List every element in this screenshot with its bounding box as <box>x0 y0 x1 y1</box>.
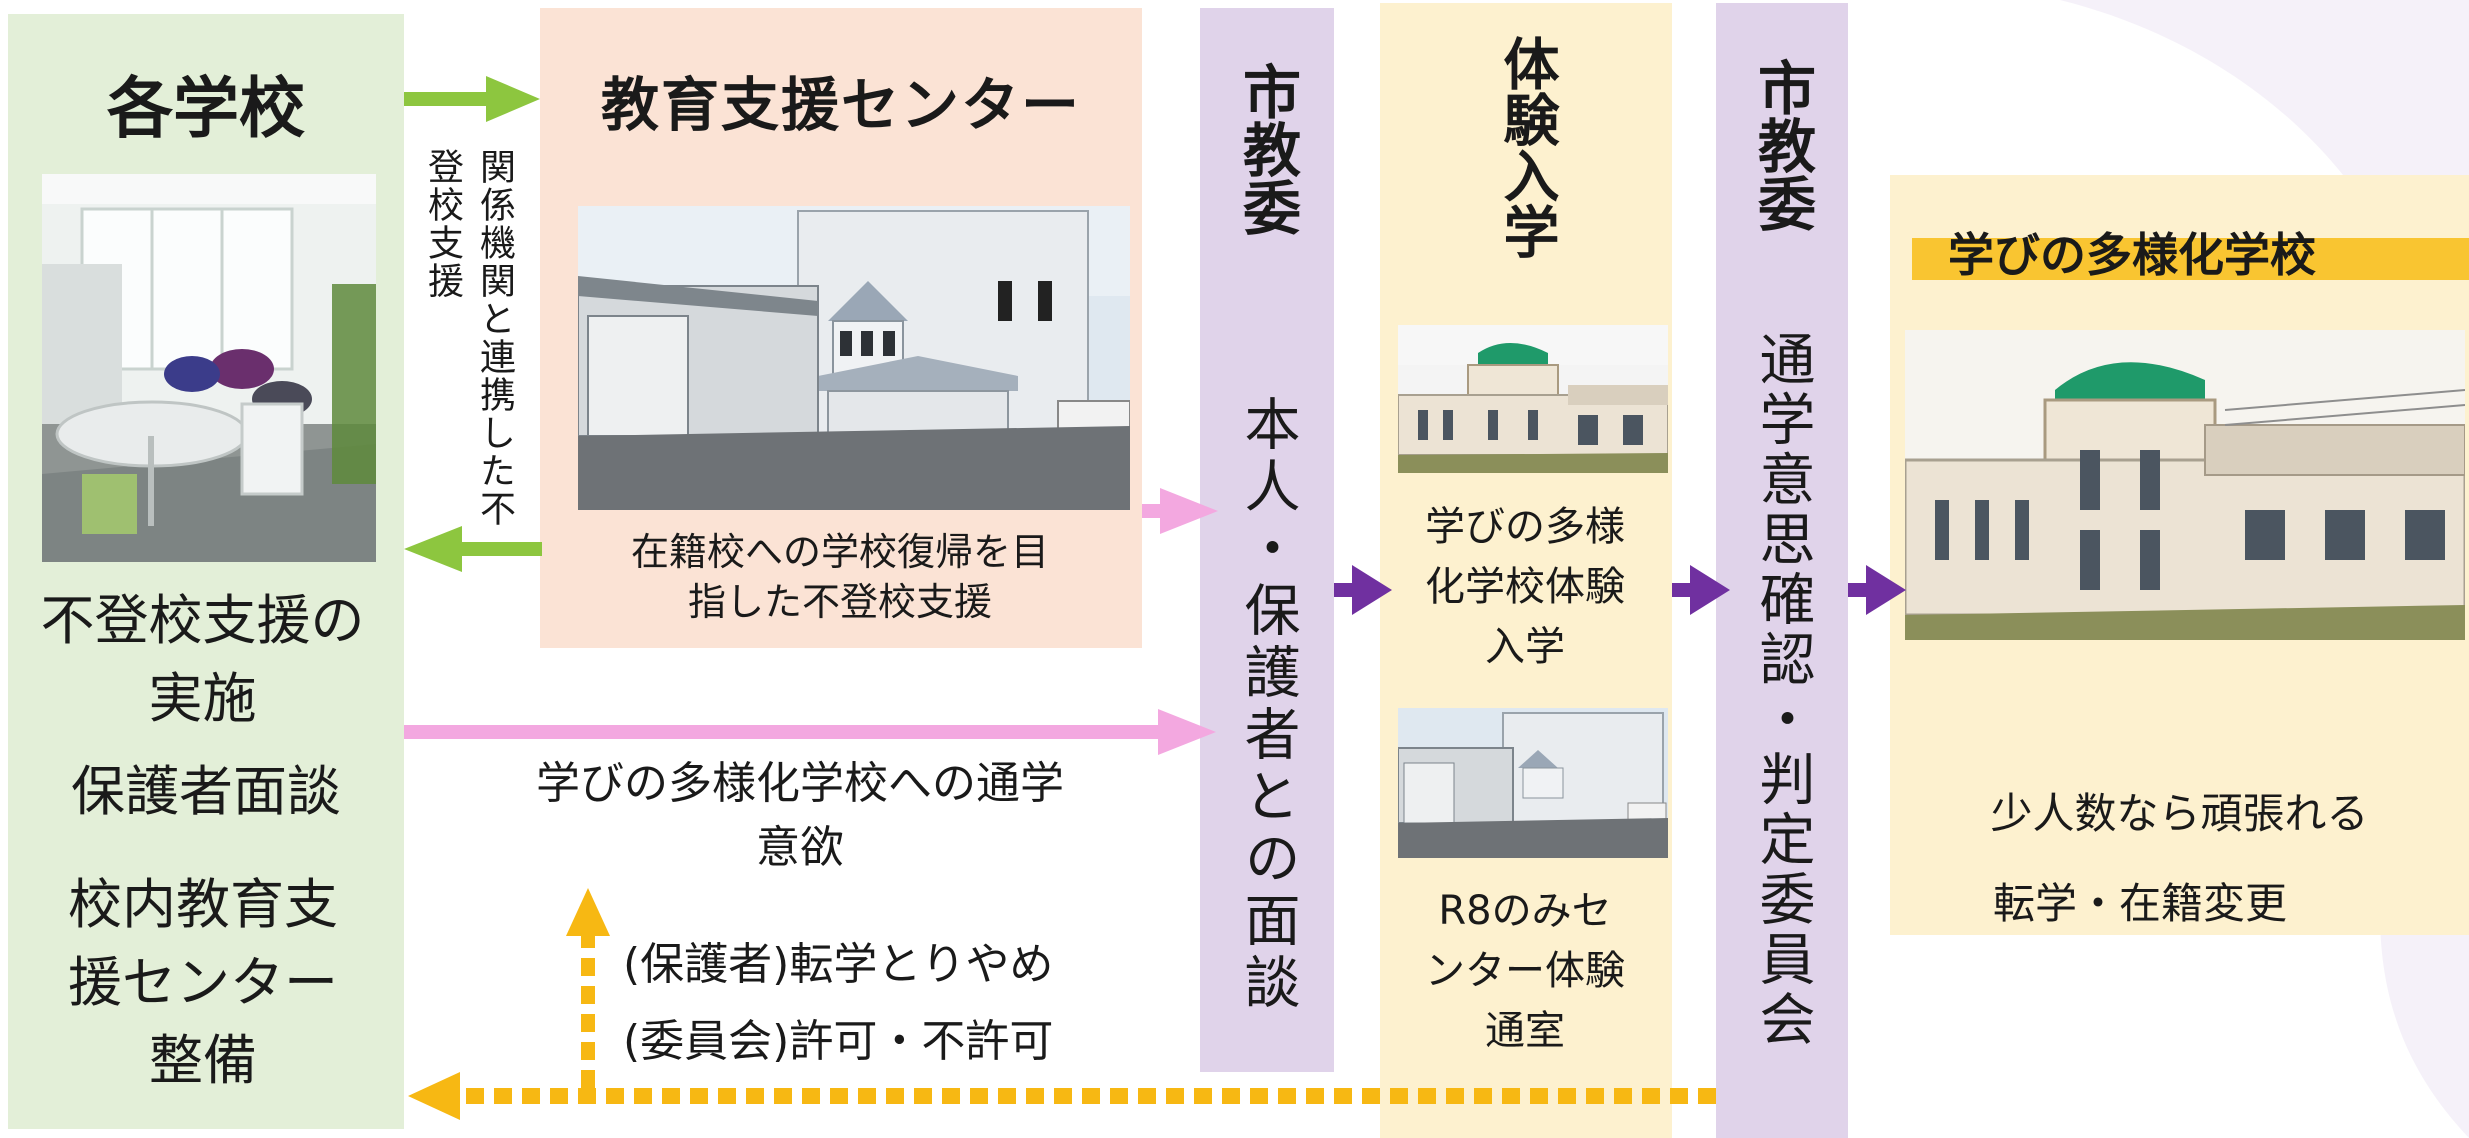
board1-panel <box>1200 8 1334 1072</box>
board1-title: 市教委 <box>1233 62 1301 236</box>
arrow-schools-to-center <box>404 76 540 122</box>
final-title-band <box>1912 238 2469 280</box>
school-action-3: 校内教育支援センター整備 <box>68 873 338 1092</box>
motivation-text: 学びの多様化学校への通学意欲 <box>536 758 1064 873</box>
board2-body: 通学意思確認・判定委員会 <box>1750 330 1815 1050</box>
board2-title: 市教委 <box>1748 58 1816 232</box>
final-school-photo <box>1905 330 2465 640</box>
parent-decision-text: (保護者)転学とりやめ <box>623 939 1054 990</box>
support-center-caption: 在籍校への学校復帰を目指した不登校支援 <box>630 530 1049 624</box>
committee-decision-text: (委員会)許可・不許可 <box>623 1016 1054 1067</box>
trial-panel <box>1380 3 1672 1138</box>
board2-panel <box>1716 3 1848 1138</box>
support-center-photo <box>578 206 1130 510</box>
final-title: 学びの多様化学校 <box>1948 228 2316 282</box>
arrow-schools-to-board1 <box>404 709 1216 755</box>
final-line-2: 転学・在籍変更 <box>1992 879 2287 928</box>
trial-center-photo <box>1398 708 1668 858</box>
background-swash <box>2060 0 2469 1138</box>
trial-caption-2: R8のみセンター体験通室 <box>1425 888 1625 1054</box>
school-action-1: 不登校支援の実施 <box>40 589 365 730</box>
board1-body: 本人・保護者との面談 <box>1235 395 1300 1015</box>
trial-caption-1: 学びの多様化学校体験入学 <box>1425 504 1625 670</box>
final-line-1: 少人数なら頑張れる <box>1990 789 2369 838</box>
trial-school-photo <box>1398 325 1668 473</box>
arrow-up-dotted <box>566 888 610 1088</box>
school-action-2: 保護者面談 <box>71 760 341 823</box>
classroom-photo <box>42 174 376 562</box>
cooperation-note: 関係機関と連携した不登校支援 <box>422 148 515 528</box>
support-center-title: 教育支援センター <box>600 71 1081 139</box>
trial-title: 体験入学 <box>1494 35 1559 259</box>
schools-title: 各学校 <box>107 70 305 147</box>
